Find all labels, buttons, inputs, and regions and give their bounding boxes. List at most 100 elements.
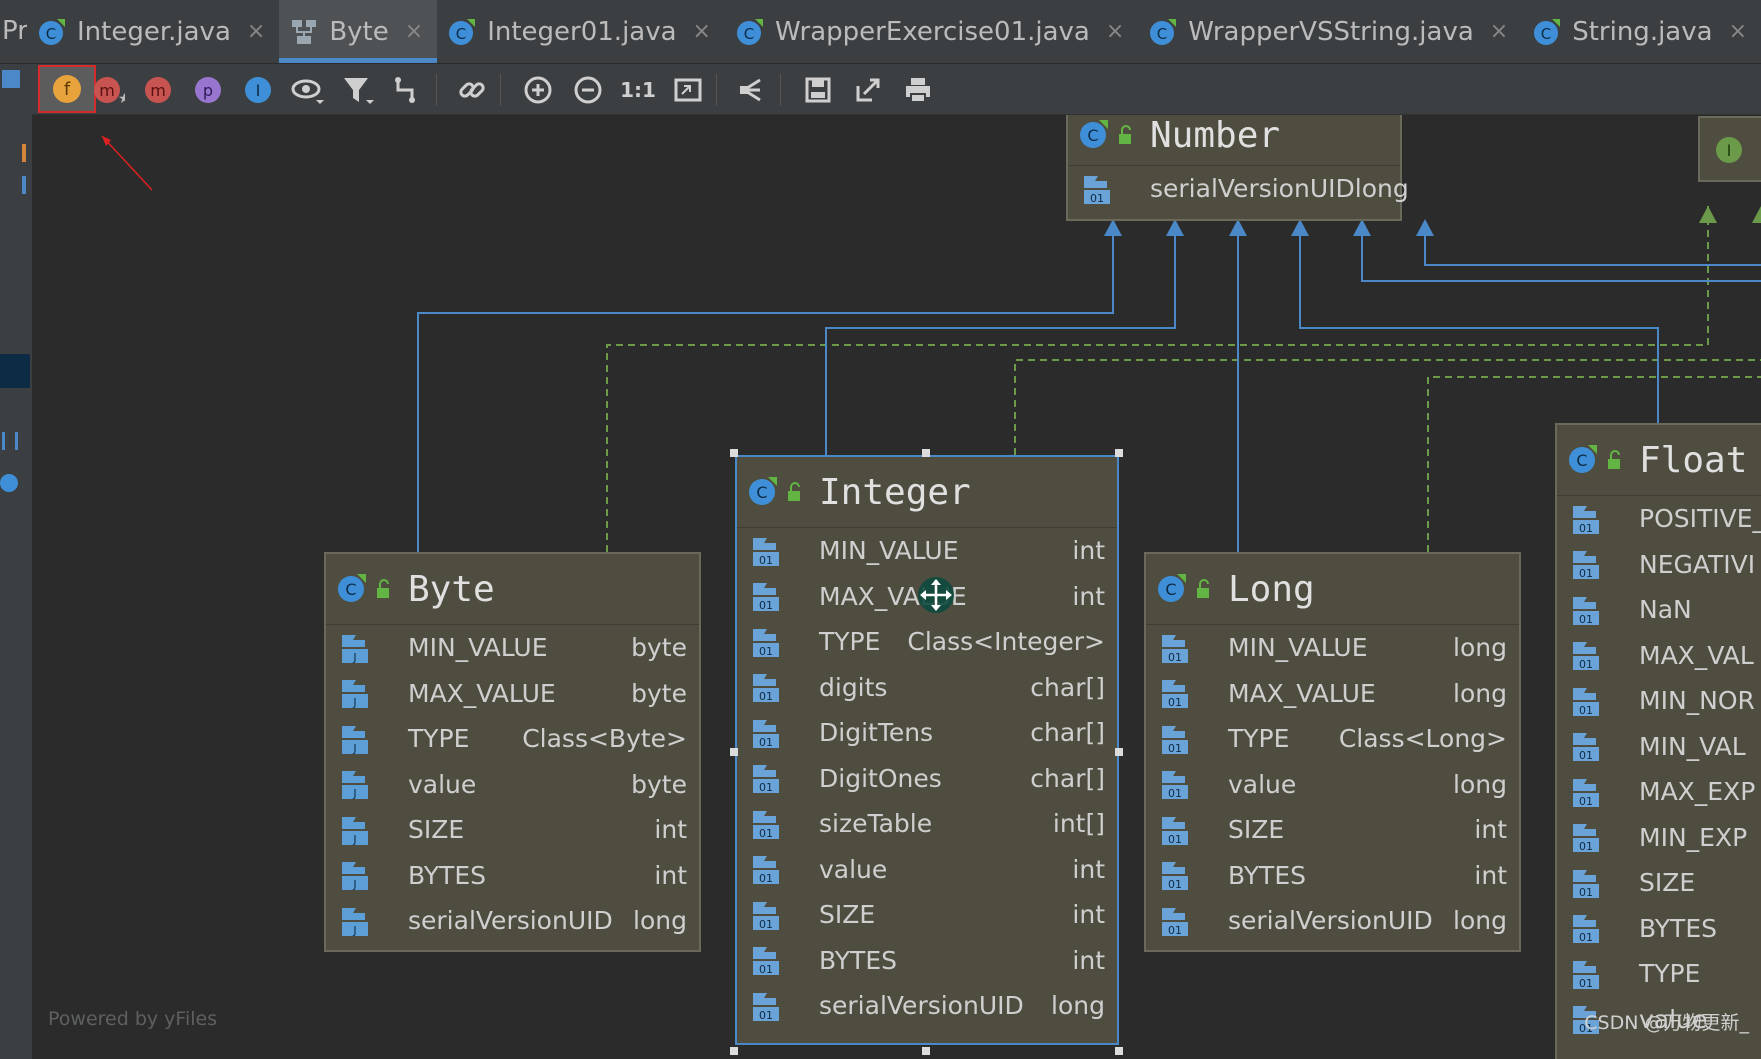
fit-content-button[interactable] bbox=[668, 71, 708, 109]
field-name: SIZE bbox=[1228, 815, 1285, 845]
selection-handle[interactable] bbox=[1115, 449, 1123, 457]
close-icon[interactable]: × bbox=[246, 19, 266, 44]
svg-text:J: J bbox=[352, 651, 356, 664]
structure-icon[interactable] bbox=[2, 432, 18, 450]
save-image-button[interactable] bbox=[798, 71, 838, 109]
svg-text:01: 01 bbox=[1168, 696, 1182, 709]
close-icon[interactable]: × bbox=[1489, 19, 1509, 44]
svg-text:01: 01 bbox=[1579, 522, 1593, 535]
layout-button[interactable] bbox=[732, 71, 772, 109]
clock-icon[interactable] bbox=[0, 474, 18, 492]
svg-text:C: C bbox=[1157, 25, 1167, 43]
field-type: int bbox=[1072, 854, 1105, 884]
close-icon[interactable]: × bbox=[404, 19, 424, 44]
close-icon[interactable]: × bbox=[692, 19, 711, 44]
tab-label: WrapperExercise01.java bbox=[774, 16, 1090, 47]
zoom-out-button[interactable] bbox=[568, 71, 608, 109]
show-inner-classes-button[interactable]: I bbox=[238, 71, 278, 109]
selection-handle[interactable] bbox=[730, 449, 738, 457]
selected-tool-icon[interactable] bbox=[0, 354, 30, 388]
filter-button[interactable] bbox=[338, 71, 378, 109]
selection-handle[interactable] bbox=[1115, 748, 1123, 756]
show-methods-button[interactable]: m bbox=[138, 71, 178, 109]
field-type: char[] bbox=[1030, 672, 1105, 702]
print-button[interactable] bbox=[898, 71, 938, 109]
field-type: int bbox=[1072, 581, 1105, 611]
show-dependencies-button[interactable] bbox=[388, 71, 428, 109]
selection-handle[interactable] bbox=[730, 1047, 738, 1055]
close-icon[interactable]: × bbox=[1105, 19, 1125, 44]
editor-tab[interactable]: Byte× bbox=[279, 0, 438, 63]
interface-node-partial[interactable]: I bbox=[1698, 116, 1761, 182]
field-icon: 01 bbox=[1162, 680, 1188, 709]
show-fields-button[interactable]: f bbox=[38, 65, 96, 113]
field-type: int bbox=[1072, 536, 1105, 566]
project-tab-stub[interactable]: Pr.: bbox=[2, 16, 27, 46]
show-visibility-button[interactable] bbox=[288, 71, 328, 109]
svg-text:01: 01 bbox=[1579, 567, 1593, 580]
export-button[interactable] bbox=[848, 71, 888, 109]
selection-handle[interactable] bbox=[730, 748, 738, 756]
project-icon[interactable] bbox=[2, 70, 20, 88]
field-type: byte bbox=[631, 633, 687, 663]
selection-handle[interactable] bbox=[922, 449, 930, 457]
selection-handle[interactable] bbox=[1115, 1047, 1123, 1055]
field-name: serialVersionUID bbox=[819, 991, 1024, 1021]
show-edge-labels-button[interactable] bbox=[452, 71, 492, 109]
close-icon[interactable]: × bbox=[1728, 19, 1747, 44]
selection-handle[interactable] bbox=[922, 1047, 930, 1055]
show-constructors-button[interactable]: m★ bbox=[88, 71, 128, 109]
actual-size-button[interactable]: 1:1 bbox=[620, 78, 656, 102]
show-properties-button[interactable]: p bbox=[188, 71, 228, 109]
zoom-in-button[interactable] bbox=[518, 71, 558, 109]
